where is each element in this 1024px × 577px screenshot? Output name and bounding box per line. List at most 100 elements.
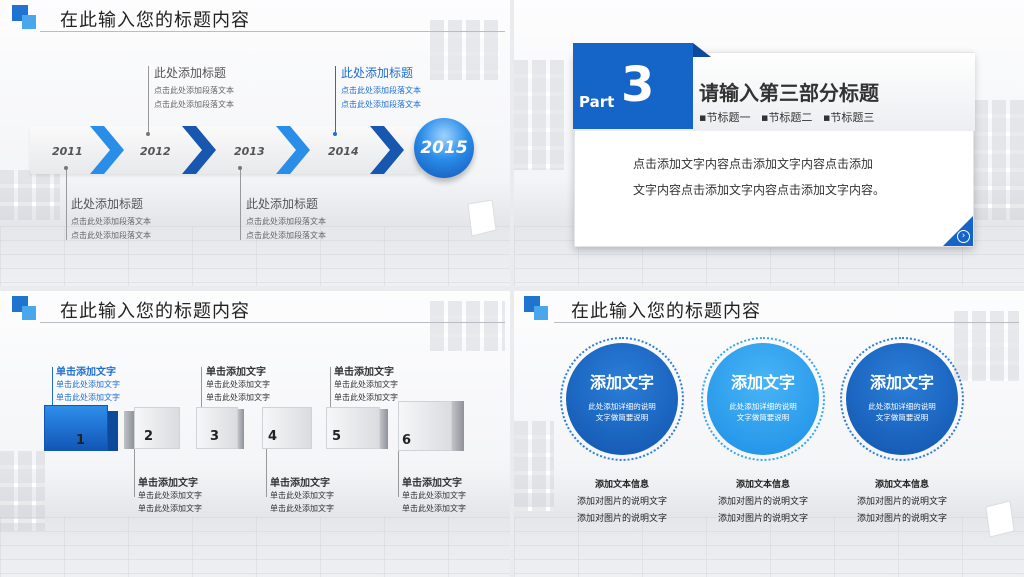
connector-line xyxy=(335,66,336,134)
circle-title: 添加文字 xyxy=(869,373,934,392)
step-line: 单击此处添加文字 xyxy=(334,393,398,402)
step-text[interactable]: 单击添加文字 单击此处添加文字 单击此处添加文字 xyxy=(334,363,398,404)
circle-ring xyxy=(560,337,684,461)
feature-circle[interactable]: 添加文字 此处添加详细的说明文字做简要说明 xyxy=(846,343,958,455)
step-text[interactable]: 单击添加文字 单击此处添加文字 单击此处添加文字 xyxy=(270,474,334,515)
timeline-item-bottom[interactable]: 此处添加标题 点击此处添加段落文本 点击此处添加段落文本 xyxy=(71,195,151,243)
subtitle-item: 节标题三 xyxy=(830,111,875,124)
step-text[interactable]: 单击添加文字 单击此处添加文字 单击此处添加文字 xyxy=(138,474,202,515)
step-line: 单击此处添加文字 xyxy=(270,491,334,500)
feature-circle[interactable]: 添加文字 此处添加详细的说明文字做简要说明 xyxy=(707,343,819,455)
chevron-icon xyxy=(182,126,216,174)
step-line: 单击此处添加文字 xyxy=(270,504,334,513)
item-text: 点击此处添加段落文本 xyxy=(341,86,421,95)
step-text[interactable]: 单击添加文字 单击此处添加文字 单击此处添加文字 xyxy=(402,474,466,515)
decor-squares xyxy=(974,100,1024,220)
badge-fold xyxy=(693,43,711,57)
year-label: 2014 xyxy=(328,145,359,158)
step-number: 4 xyxy=(268,429,278,444)
item-text: 点击此处添加段落文本 xyxy=(341,100,421,109)
title-divider xyxy=(40,31,505,32)
connector-dot xyxy=(146,132,150,136)
chevron-icon xyxy=(90,126,124,174)
step-text[interactable]: 单击添加文字 单击此处添加文字 单击此处添加文字 xyxy=(206,363,270,404)
slide-section-part3[interactable]: Part 3 请输入第三部分标题 ▪节标题一 ▪节标题二 ▪节标题三 点击添加文… xyxy=(514,0,1024,286)
step-line: 单击此处添加文字 xyxy=(138,491,202,500)
year-label: 2012 xyxy=(140,145,171,158)
circle-desc: 此处添加详细的说明文字做简要说明 xyxy=(729,402,797,422)
step-line: 单击此处添加文字 xyxy=(402,491,466,500)
chevron-icon xyxy=(370,126,404,174)
circle-desc: 此处添加详细的说明文字做简要说明 xyxy=(868,402,936,422)
feature-circle[interactable]: 添加文字 此处添加详细的说明文字做简要说明 xyxy=(566,343,678,455)
step-line: 单击此处添加文字 xyxy=(56,393,120,402)
part-badge: Part 3 xyxy=(573,43,693,129)
item-heading: 此处添加标题 xyxy=(246,197,319,211)
step-heading: 单击添加文字 xyxy=(334,367,394,378)
circle-ring xyxy=(840,337,964,461)
subtitle-list: ▪节标题一 ▪节标题二 ▪节标题三 xyxy=(699,109,874,125)
bullet-icon: ▪ xyxy=(699,111,707,124)
connector-line xyxy=(398,451,399,497)
step-heading: 单击添加文字 xyxy=(270,478,330,489)
slide-circles[interactable]: 在此输入您的标题内容 添加文字 此处添加详细的说明文字做简要说明 添加文本信息 … xyxy=(514,291,1024,577)
slide-timeline[interactable]: 在此输入您的标题内容 2011 2012 2013 2014 2015 此处添加… xyxy=(0,0,510,286)
decor-squares xyxy=(0,170,60,220)
step-line: 单击此处添加文字 xyxy=(402,504,466,513)
item-text: 点击此处添加段落文本 xyxy=(71,217,151,226)
step-heading: 单击添加文字 xyxy=(138,478,198,489)
body-line: 文字内容点击添加文字内容点击添加文字内容。 xyxy=(633,183,886,197)
floor xyxy=(0,226,510,286)
title-divider xyxy=(40,322,505,323)
chevron-icon xyxy=(276,126,310,174)
slide-title: 在此输入您的标题内容 xyxy=(571,301,761,322)
year-label: 2013 xyxy=(234,145,265,158)
section-title: 请输入第三部分标题 xyxy=(699,81,879,105)
circle-title: 添加文字 xyxy=(730,373,795,392)
connector-dot xyxy=(64,166,68,170)
item-text: 点击此处添加段落文本 xyxy=(246,217,326,226)
timeline-band xyxy=(30,126,420,174)
step-heading: 单击添加文字 xyxy=(206,367,266,378)
circle-caption: 添加文本信息 添加对图片的说明文字 添加对图片的说明文字 xyxy=(856,480,947,524)
step-number: 2 xyxy=(144,429,154,444)
step-number: 3 xyxy=(210,429,220,444)
year-2015-badge[interactable]: 2015 xyxy=(414,118,474,178)
connector-line xyxy=(330,367,331,407)
part-number: 3 xyxy=(621,57,655,113)
connector-line xyxy=(134,449,135,497)
step-text[interactable]: 单击添加文字 单击此处添加文字 单击此处添加文字 xyxy=(56,363,120,404)
timeline-item-top[interactable]: 此处添加标题 点击此处添加段落文本 点击此处添加段落文本 xyxy=(154,64,234,112)
floor xyxy=(0,517,510,577)
timeline-item-top[interactable]: 此处添加标题 点击此处添加段落文本 点击此处添加段落文本 xyxy=(341,64,421,112)
arrow-right-circle-icon[interactable]: › xyxy=(957,230,970,243)
circle-caption: 添加文本信息 添加对图片的说明文字 添加对图片的说明文字 xyxy=(717,480,808,524)
step-number: 5 xyxy=(332,429,342,444)
decor-squares xyxy=(514,421,554,511)
title-divider xyxy=(554,322,1019,323)
connector-dot xyxy=(238,166,242,170)
decor-squares xyxy=(430,301,505,351)
item-heading: 此处添加标题 xyxy=(341,66,414,80)
item-heading: 此处添加标题 xyxy=(154,66,227,80)
circle-desc: 此处添加详细的说明文字做简要说明 xyxy=(588,402,656,422)
step-line: 单击此处添加文字 xyxy=(138,504,202,513)
bullet-icon: ▪ xyxy=(822,111,831,124)
item-text: 点击此处添加段落文本 xyxy=(154,100,234,109)
connector-line xyxy=(52,367,53,405)
slide-steps[interactable]: 在此输入您的标题内容 1 2 3 4 5 6 单击添加文字 单击此处添加文字 单… xyxy=(0,291,510,577)
subtitle-item: 节标题一 xyxy=(706,111,751,124)
step-heading: 单击添加文字 xyxy=(402,478,462,489)
bullet-icon: ▪ xyxy=(760,111,769,124)
section-card: Part 3 请输入第三部分标题 ▪节标题一 ▪节标题二 ▪节标题三 点击添加文… xyxy=(573,43,975,247)
item-heading: 此处添加标题 xyxy=(71,197,144,211)
circle-ring xyxy=(701,337,825,461)
step-number: 6 xyxy=(402,433,412,448)
decor-squares xyxy=(514,60,564,170)
step-line: 单击此处添加文字 xyxy=(56,380,120,389)
step-number: 1 xyxy=(76,433,86,448)
floor xyxy=(514,517,1024,577)
timeline-item-bottom[interactable]: 此处添加标题 点击此处添加段落文本 点击此处添加段落文本 xyxy=(246,195,326,243)
circle-title: 添加文字 xyxy=(589,373,654,392)
connector-line xyxy=(66,168,67,240)
